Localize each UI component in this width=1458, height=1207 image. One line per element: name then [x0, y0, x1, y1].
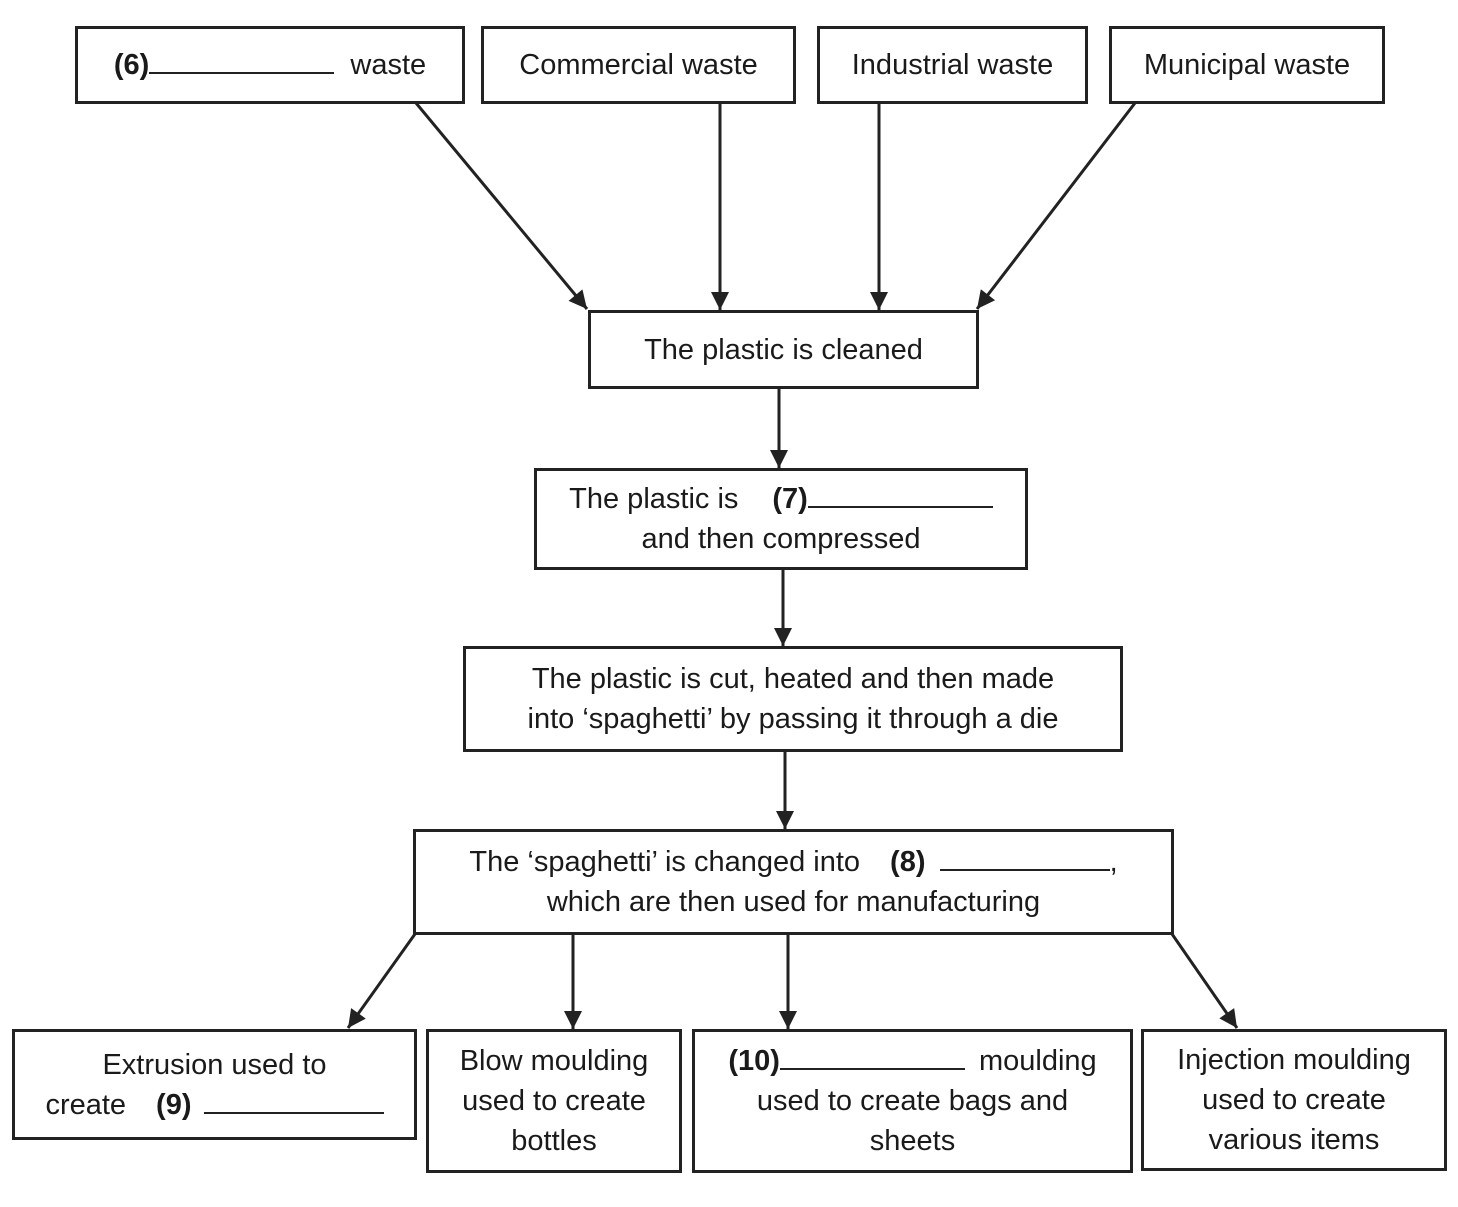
- step8-prefix: The ‘spaghetti’ is changed into: [469, 846, 861, 878]
- cut-step-line1: The plastic is cut, heated and then made: [531, 663, 1055, 695]
- blank-waste-box: (6) waste: [75, 26, 465, 104]
- cut-step-box: The plastic is cut, heated and then made…: [463, 646, 1123, 752]
- arrow-blank-waste-to-cleaned: [414, 102, 589, 310]
- question-number-10: (10): [728, 1045, 780, 1077]
- commercial-waste-label: Commercial waste: [519, 49, 758, 81]
- answer-blank-10[interactable]: [779, 1042, 965, 1070]
- cleaned-step-box: The plastic is cleaned: [588, 310, 979, 389]
- answer-blank-7[interactable]: [807, 480, 993, 508]
- municipal-waste-label: Municipal waste: [1143, 49, 1351, 81]
- extrusion-line1: Extrusion used to: [102, 1048, 327, 1081]
- answer-blank-9[interactable]: [203, 1086, 384, 1114]
- question-number-8: (8): [890, 846, 926, 878]
- blow-line1: Blow moulding: [459, 1045, 649, 1077]
- cut-step-line2: into ‘spaghetti’ by passing it through a…: [527, 703, 1059, 735]
- step8-box: The ‘spaghetti’ is changed into (8) , whi…: [413, 829, 1174, 935]
- question-number-6: (6): [113, 49, 150, 81]
- arrow-step8-to-injection: [1170, 933, 1239, 1029]
- commercial-waste-box: Commercial waste: [481, 26, 796, 104]
- question-number-9: (9): [156, 1088, 192, 1121]
- step10-line3: sheets: [869, 1125, 956, 1157]
- injection-line3: various items: [1208, 1124, 1380, 1156]
- extrusion-box: Extrusion used to create (9): [12, 1029, 417, 1140]
- step7-prefix: The plastic is: [569, 483, 739, 515]
- step10-box: (10) moulding used to create bags and sh…: [692, 1029, 1133, 1173]
- arrow-municipal-to-cleaned: [975, 102, 1137, 310]
- step10-suffix: moulding: [978, 1045, 1097, 1077]
- cleaned-step-label: The plastic is cleaned: [644, 333, 923, 366]
- municipal-waste-box: Municipal waste: [1109, 26, 1385, 104]
- industrial-waste-label: Industrial waste: [851, 49, 1054, 81]
- question-number-7: (7): [772, 483, 808, 515]
- blow-line2: used to create: [462, 1085, 646, 1117]
- waste-label: waste: [350, 49, 427, 81]
- step7-box: The plastic is (7) and then compressed: [534, 468, 1028, 570]
- injection-moulding-box: Injection moulding used to create variou…: [1141, 1029, 1447, 1171]
- step7-line2: and then compressed: [641, 523, 921, 555]
- extrusion-prefix: create: [45, 1088, 127, 1121]
- arrow-step8-to-extrusion: [346, 933, 417, 1029]
- blow-line3: bottles: [511, 1125, 597, 1157]
- step8-line2: which are then used for manufacturing: [546, 886, 1041, 918]
- answer-blank-8[interactable]: [939, 843, 1110, 871]
- injection-line1: Injection moulding: [1177, 1044, 1411, 1076]
- answer-blank-6[interactable]: [149, 46, 335, 74]
- step8-comma: ,: [1109, 846, 1118, 878]
- injection-line2: used to create: [1202, 1084, 1386, 1116]
- step10-line2: used to create bags and: [756, 1085, 1069, 1117]
- industrial-waste-box: Industrial waste: [817, 26, 1088, 104]
- blow-moulding-box: Blow moulding used to create bottles: [426, 1029, 682, 1173]
